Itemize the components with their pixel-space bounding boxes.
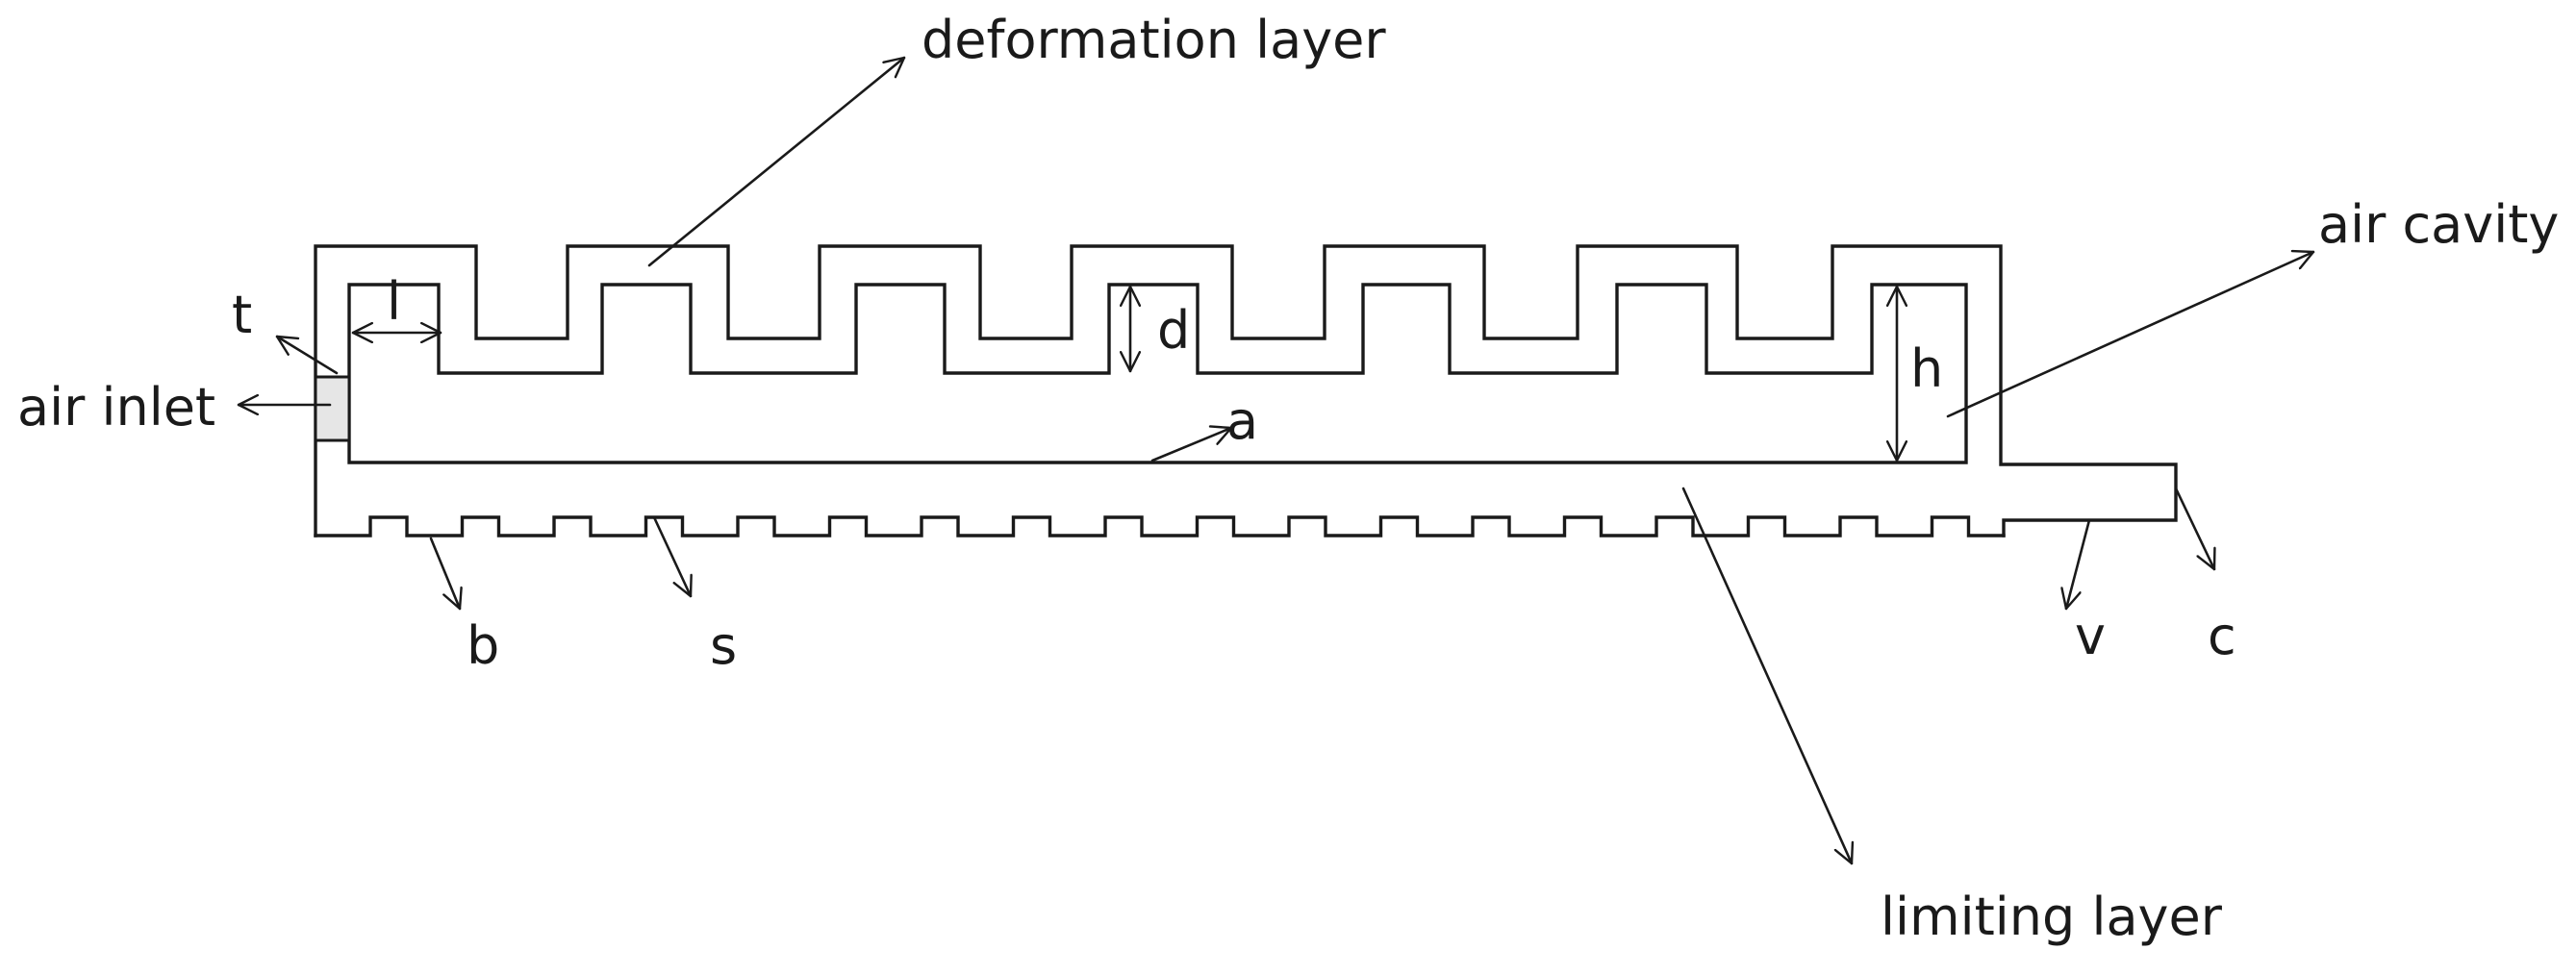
s-label: s (710, 615, 737, 676)
a-label: a (1226, 390, 1258, 451)
d-label: d (1157, 300, 1190, 361)
air-cavity-leader (1946, 252, 2315, 418)
t-leader (275, 335, 339, 375)
s-leader (652, 515, 691, 598)
air-cavity-label: air cavity (2318, 194, 2559, 255)
v-leader (2066, 518, 2091, 611)
c-label: c (2208, 606, 2236, 666)
limiting-layer-leader (1681, 487, 1852, 865)
air-cavity-contour (347, 283, 1968, 464)
deformation-layer-label: deformation layer (922, 10, 1386, 70)
t-label: t (232, 285, 252, 345)
air-inlet-block (314, 375, 351, 442)
b-label: b (467, 615, 499, 676)
limiting-layer-bottom-teeth (314, 515, 2006, 538)
l-label: l (387, 271, 401, 332)
limiting-layer-label: limiting layer (1881, 887, 2223, 947)
air-inlet-label: air inlet (17, 377, 215, 438)
c-leader (2174, 487, 2214, 571)
v-label: v (2075, 606, 2106, 666)
b-leader (429, 537, 460, 611)
h-label: h (1910, 338, 1943, 399)
a-leader (1150, 428, 1233, 462)
deformation-layer-outer-contour (314, 244, 2178, 538)
deformation-layer-leader (647, 56, 906, 267)
